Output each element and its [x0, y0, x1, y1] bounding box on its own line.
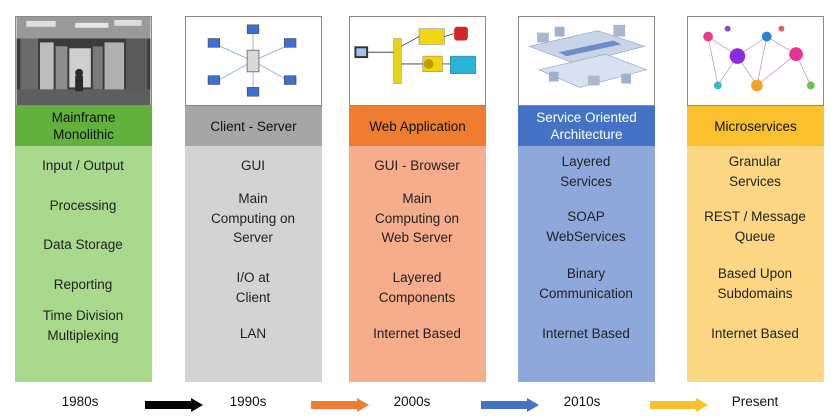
client-server-network-icon — [185, 16, 322, 106]
timeline-label-present: Present — [731, 394, 779, 409]
timeline-label-1980s: 1980s — [61, 394, 99, 409]
timeline-label-2000s: 2000s — [393, 394, 431, 409]
feature-item: Processing — [49, 198, 117, 213]
column-header: Client - Server — [185, 106, 322, 146]
arrow-shape — [311, 398, 369, 412]
timeline-arrow-2 — [311, 398, 369, 412]
feature-item: GUI - Browser — [374, 158, 460, 173]
timeline-arrow-3 — [481, 398, 539, 412]
feature-item: Internet Based — [711, 326, 799, 341]
feature-item: Internet Based — [542, 326, 630, 341]
arrow-shape — [481, 398, 539, 412]
feature-item: Reporting — [53, 277, 113, 292]
microservices-graph-icon — [687, 16, 824, 106]
timeline-arrow-1 — [145, 398, 203, 412]
timeline-label-2010s: 2010s — [563, 394, 601, 409]
soa-architecture-diagram-icon — [518, 16, 655, 106]
column-header: Web Application — [349, 106, 486, 146]
arrow-shape — [145, 398, 203, 412]
feature-item: GUI — [240, 158, 265, 173]
web-application-diagram-icon — [349, 16, 486, 106]
column-header: Microservices — [687, 106, 824, 146]
feature-item: Data Storage — [43, 237, 123, 252]
timeline-arrow-4 — [650, 398, 708, 412]
feature-item: LAN — [239, 326, 267, 341]
feature-item: Input / Output — [42, 158, 124, 173]
mainframe-photo-icon — [15, 16, 152, 106]
arrow-shape — [650, 398, 708, 412]
feature-item: Internet Based — [373, 326, 461, 341]
timeline-label-1990s: 1990s — [229, 394, 267, 409]
